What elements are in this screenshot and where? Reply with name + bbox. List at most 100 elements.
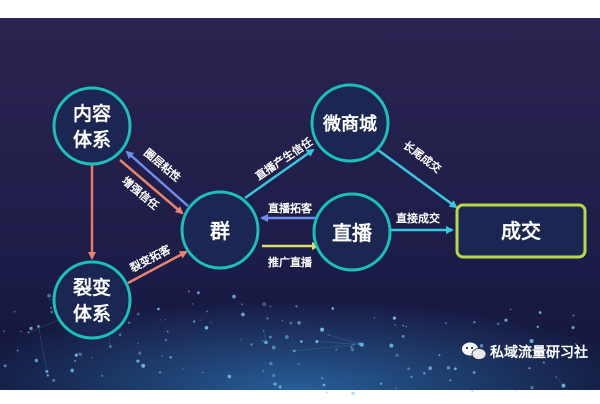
particle-dot: [136, 312, 140, 316]
particle-dot: [272, 373, 276, 378]
particle-dot: [269, 305, 271, 307]
particle-dot: [3, 330, 5, 332]
particle-dot: [402, 324, 404, 327]
particle-link: [294, 344, 354, 352]
edge-label-promote-live: 推广直播: [268, 255, 313, 269]
particle-dot: [529, 339, 534, 343]
wechat-icon: [462, 342, 487, 360]
particle-dot: [428, 366, 432, 371]
particle-dot: [78, 352, 80, 354]
particle-dot: [284, 335, 289, 339]
particle-dot: [350, 345, 353, 349]
particle-dot: [138, 351, 142, 355]
particle-dot: [538, 311, 542, 314]
particle-dot: [13, 310, 16, 313]
particle-dot: [47, 293, 51, 298]
particle-dot: [327, 334, 329, 336]
particle-dot: [550, 355, 554, 358]
particle-dot: [561, 383, 566, 388]
particle-dot: [407, 367, 410, 371]
particle-dot: [206, 310, 208, 313]
particle-dot: [241, 303, 243, 306]
particle-dot: [331, 307, 335, 310]
particle-dot: [182, 368, 184, 370]
watermark-text: 私域流量研习社: [490, 344, 588, 361]
node-deal: 成交: [455, 203, 587, 259]
particle-dot: [70, 368, 75, 373]
particle-dot: [91, 357, 93, 359]
particle-link: [328, 334, 362, 345]
particle-dot: [266, 317, 269, 320]
particle-dot: [250, 343, 253, 346]
particle-dot: [232, 294, 236, 299]
particle-dot: [169, 356, 172, 359]
particle-dot: [262, 302, 267, 307]
particle-dot: [509, 308, 512, 311]
particle-dot: [269, 361, 273, 366]
particle-dot: [187, 290, 191, 293]
particle-dot: [141, 363, 146, 368]
particle-dot: [394, 324, 396, 326]
node-group-label: 群: [209, 219, 230, 243]
particle-dot: [542, 361, 545, 364]
node-fission-line2: 体系: [73, 302, 111, 325]
particle-dot: [292, 349, 296, 353]
node-live-label: 直播: [332, 221, 373, 245]
particle-dot: [358, 342, 361, 346]
particle-dot: [29, 326, 33, 331]
edge-live-trust-arrow: [244, 148, 315, 200]
particle-dot: [160, 319, 162, 321]
particle-dot: [514, 390, 516, 393]
edge-fission-expand-arrow: [127, 250, 188, 285]
particle-dot: [295, 305, 298, 308]
particle-dot: [297, 321, 301, 325]
particle-dot: [271, 345, 276, 350]
particle-dot: [410, 375, 413, 378]
particle-dot: [423, 372, 426, 375]
particle-dot: [389, 343, 394, 348]
particle-dot: [297, 363, 300, 365]
particle-dot: [101, 374, 104, 377]
node-group: 群: [180, 190, 260, 270]
particle-dot: [395, 387, 397, 389]
particle-dot: [109, 345, 112, 348]
particle-dot: [74, 353, 78, 357]
particle-dot: [269, 335, 272, 339]
watermark: 私域流量研习社: [462, 342, 588, 361]
particle-dot: [118, 333, 122, 336]
particle-link: [555, 376, 564, 386]
node-content-system: 内容 体系: [52, 86, 132, 166]
particle-dot: [325, 391, 329, 394]
particle-dot: [321, 377, 324, 380]
particle-dot: [572, 314, 575, 317]
edge-label-live-expand: 直播拓客: [268, 201, 313, 215]
particle-dot: [392, 316, 397, 320]
particle-link: [316, 341, 362, 345]
particle-link: [38, 326, 49, 376]
particle-dot: [164, 338, 167, 342]
particle-dot: [202, 371, 204, 374]
particle-dot: [158, 371, 162, 374]
particle-link: [263, 330, 267, 343]
particle-dot: [20, 330, 22, 333]
particle-dot: [395, 353, 399, 357]
edge-long-tail-arrow: [377, 148, 458, 209]
particle-dot: [73, 359, 77, 363]
particle-dot: [575, 350, 579, 354]
node-fission-system: 裂变 体系: [52, 260, 132, 340]
particle-dot: [278, 385, 282, 389]
particle-dot: [191, 303, 194, 305]
particle-dot: [438, 354, 441, 357]
particle-dot: [351, 391, 355, 396]
particle-dot: [530, 386, 534, 390]
particle-dot: [536, 325, 539, 329]
node-content-line1: 内容: [73, 102, 111, 125]
particle-dot: [3, 364, 7, 368]
particle-dot: [165, 318, 167, 321]
particle-dot: [241, 312, 245, 317]
particle-dot: [446, 366, 451, 370]
particle-dot: [299, 340, 303, 343]
particle-dot: [535, 352, 538, 355]
